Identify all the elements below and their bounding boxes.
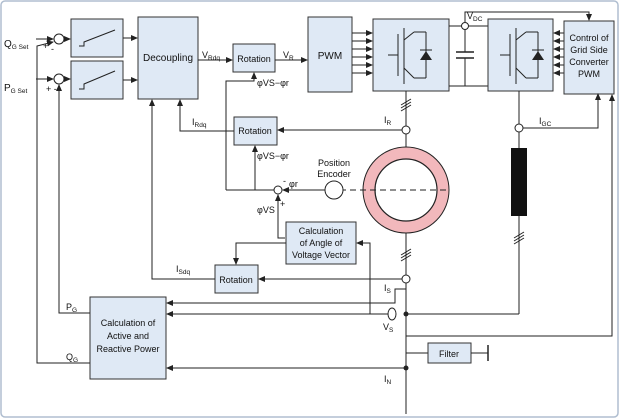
q-controller-ramp-icon (79, 29, 116, 47)
phi-vs-phi-r-mid-label: φVS−φr (257, 151, 289, 161)
calc-angle-label-2: of Angle of (300, 238, 343, 248)
position-encoder-icon (324, 180, 344, 200)
phi-r-label: φr (289, 179, 298, 189)
calc-angle-label-1: Calculation (299, 226, 344, 236)
i-s-sensor (401, 274, 411, 284)
i-r-sensor (401, 125, 411, 135)
i-n-label: IN (384, 374, 392, 386)
q-summing-junction (53, 33, 65, 45)
grid-gate-signal-lines (553, 30, 564, 76)
dc-link-capacitor (456, 26, 474, 86)
q-controller-block (70, 18, 124, 58)
angle-minus-sign: - (283, 176, 286, 186)
grid-control-label-4: PWM (578, 69, 600, 79)
calc-power-label-1: Calculation of (101, 318, 156, 328)
q-g-label: QG (66, 352, 78, 364)
i-r-label: IR (384, 115, 392, 127)
rotation-top-block (232, 43, 276, 73)
p-g-label: PG (66, 302, 77, 314)
pwm-block (307, 16, 353, 93)
v-dc-label: VDC (467, 11, 483, 23)
grid-control-label-3: Converter (569, 57, 609, 67)
calc-angle-label-3: Voltage Vector (292, 250, 350, 260)
p-g-set-label: PG Set (4, 83, 27, 95)
calc-power-label-2: Active and (107, 331, 149, 341)
angle-plus-sign: + (280, 199, 285, 209)
v-s-sensor (387, 307, 397, 321)
rotor-side-converter (372, 18, 450, 92)
p-summing-junction (53, 73, 65, 85)
stator-three-phase-mark (400, 248, 412, 262)
q-sum-minus-sign: - (51, 44, 54, 54)
position-encoder-label-2: Encoder (317, 169, 351, 179)
q-g-set-label: QG Set (4, 39, 29, 51)
phi-vs-phi-r-top-label: φVS−φr (257, 78, 289, 88)
grid-side-control-block (563, 20, 615, 95)
v-rdq-label: VRdq (202, 50, 220, 62)
rotation-top-label: Rotation (237, 54, 271, 64)
calc-angle-block (285, 221, 357, 265)
rotation-mid-block (233, 116, 278, 146)
p-controller-block (70, 60, 124, 100)
p-sum-signs: + - (46, 84, 57, 94)
grid-control-label-2: Grid Side (570, 45, 608, 55)
calc-power-block (89, 296, 167, 380)
decoupling-label: Decoupling (143, 53, 193, 64)
v-s-label: VS (383, 322, 394, 334)
grid-converter-igbt-icon (500, 28, 544, 84)
filter-label: Filter (439, 349, 459, 359)
pwm-label: PWM (318, 51, 342, 62)
i-gc-label: IGC (539, 116, 552, 128)
grid-filter-inductor (511, 148, 527, 216)
i-s-label: IS (384, 283, 392, 295)
rotor-converter-igbt-icon (388, 28, 432, 84)
v-r-label: VR (283, 50, 294, 62)
phi-vs-label: φVS (257, 205, 275, 215)
rotation-bottom-label: Rotation (219, 275, 253, 285)
q-sum-plus-sign: + (43, 41, 48, 51)
angle-summing-junction (273, 185, 283, 195)
grid-side-converter (487, 18, 554, 92)
rotor-three-phase-mark (400, 98, 412, 112)
i-rdq-label: IRdq (192, 117, 207, 129)
rotation-mid-label: Rotation (238, 126, 272, 136)
grid-junction-dot (403, 311, 409, 317)
p-controller-ramp-icon (79, 70, 116, 90)
i-gc-sensor (514, 123, 524, 133)
calc-power-label-3: Reactive Power (96, 344, 159, 354)
position-encoder-label-1: Position (318, 158, 350, 168)
grid-converter-three-phase-mark (513, 231, 525, 245)
decoupling-block (137, 16, 199, 100)
gate-signal-lines (352, 30, 373, 76)
vdc-sensor (461, 22, 469, 30)
grid-control-label-1: Control of (569, 33, 609, 43)
i-sdq-label: ISdq (176, 264, 190, 276)
